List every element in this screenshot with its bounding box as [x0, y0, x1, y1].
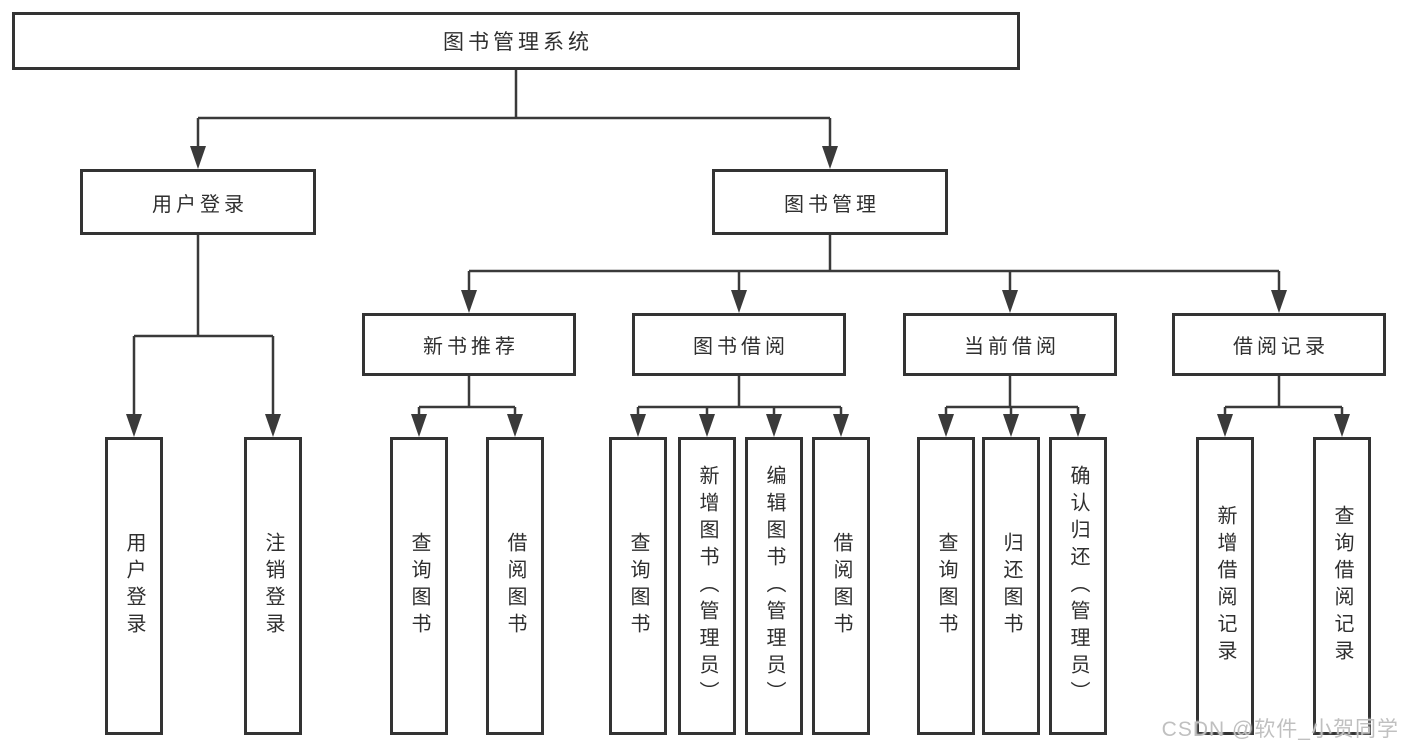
leaf-user-login: 用户登录: [105, 437, 163, 735]
leaf-return-books: 归还图书: [982, 437, 1040, 735]
csdn-watermark: CSDN @软件_小贺同学: [1161, 718, 1399, 741]
leaf-query-books-borrowing: 查询图书: [609, 437, 667, 735]
leaf-return-books-label: 归还图书: [1000, 532, 1022, 640]
leaf-borrow-books-borrowing-label: 借阅图书: [830, 532, 852, 640]
leaf-add-borrow-record-label: 新增借阅记录: [1214, 505, 1236, 667]
leaf-query-borrow-record: 查询借阅记录: [1313, 437, 1371, 735]
node-book-management: 图书管理: [712, 169, 948, 235]
node-current-borrowing: 当前借阅: [903, 313, 1117, 376]
node-book-borrowing: 图书借阅: [632, 313, 846, 376]
leaf-add-borrow-record: 新增借阅记录: [1196, 437, 1254, 735]
leaf-query-books-current: 查询图书: [917, 437, 975, 735]
leaf-edit-book-admin: 编辑图书（管理员）: [745, 437, 803, 735]
node-root-system: 图书管理系统: [12, 12, 1020, 70]
leaf-query-books-borrowing-label: 查询图书: [627, 532, 649, 640]
leaf-query-books-recommend: 查询图书: [390, 437, 448, 735]
node-borrowing-records: 借阅记录: [1172, 313, 1386, 376]
leaf-confirm-return-admin: 确认归还（管理员）: [1049, 437, 1107, 735]
node-new-book-recommendation: 新书推荐: [362, 313, 576, 376]
leaf-logout: 注销登录: [244, 437, 302, 735]
node-user-login: 用户登录: [80, 169, 316, 235]
leaf-query-books-current-label: 查询图书: [935, 532, 957, 640]
leaf-confirm-return-admin-label: 确认归还（管理员）: [1067, 464, 1089, 708]
arrowheads: [126, 146, 1350, 437]
leaf-query-borrow-record-label: 查询借阅记录: [1331, 505, 1353, 667]
leaf-borrow-books-recommend: 借阅图书: [486, 437, 544, 735]
leaf-borrow-books-borrowing: 借阅图书: [812, 437, 870, 735]
leaf-add-book-admin-label: 新增图书（管理员）: [696, 464, 718, 708]
leaf-user-login-label: 用户登录: [123, 532, 145, 640]
leaf-borrow-books-recommend-label: 借阅图书: [504, 532, 526, 640]
leaf-query-books-recommend-label: 查询图书: [408, 532, 430, 640]
leaf-logout-label: 注销登录: [262, 532, 284, 640]
leaf-add-book-admin: 新增图书（管理员）: [678, 437, 736, 735]
leaf-edit-book-admin-label: 编辑图书（管理员）: [763, 464, 785, 708]
